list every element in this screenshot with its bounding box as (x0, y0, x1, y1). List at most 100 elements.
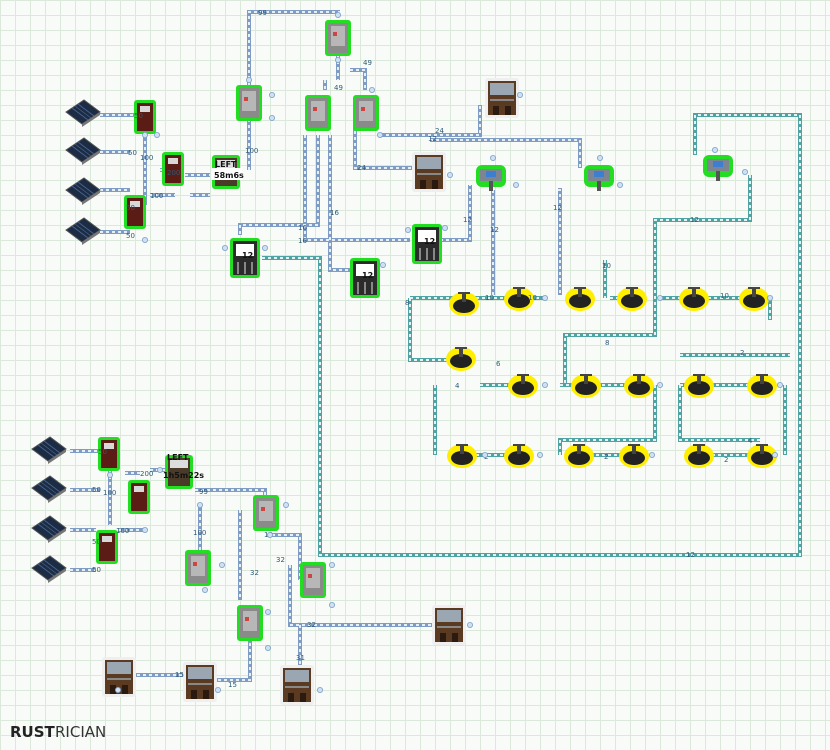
port-dot[interactable] (466, 622, 474, 628)
port-dot[interactable] (316, 687, 324, 693)
port-dot[interactable] (153, 131, 161, 139)
battery-icon[interactable] (96, 530, 118, 564)
sprinkler-icon[interactable] (445, 346, 477, 372)
port-dot[interactable] (266, 532, 274, 538)
sprinkler-icon[interactable] (563, 443, 595, 469)
electrical-branch-icon[interactable] (253, 495, 279, 531)
sprinkler-icon[interactable] (683, 443, 715, 469)
port-dot[interactable] (777, 381, 783, 389)
port-dot[interactable] (542, 294, 548, 302)
port-dot[interactable] (328, 562, 336, 568)
wire-label: 12 (690, 216, 699, 224)
port-dot[interactable] (597, 154, 603, 162)
electrical-branch-icon[interactable] (353, 95, 379, 131)
port-dot[interactable] (513, 181, 519, 189)
sprinkler-icon[interactable] (678, 286, 710, 312)
port-dot[interactable] (156, 466, 164, 474)
sprinkler-icon[interactable] (738, 286, 770, 312)
port-dot[interactable] (368, 87, 376, 93)
port-dot[interactable] (328, 602, 336, 608)
fluid-switch-icon[interactable] (703, 155, 733, 181)
water-container-icon[interactable] (484, 77, 520, 119)
port-dot[interactable] (489, 154, 497, 162)
water-container-icon[interactable] (411, 151, 447, 193)
port-dot[interactable] (517, 92, 523, 98)
wire-label: 2 (740, 349, 744, 357)
solar-panel-icon[interactable] (31, 555, 67, 584)
port-dot[interactable] (141, 236, 149, 244)
electrical-branch-icon[interactable] (185, 550, 211, 586)
port-dot[interactable] (141, 527, 149, 533)
electrical-branch-icon[interactable] (300, 562, 326, 598)
port-dot[interactable] (221, 244, 229, 252)
solar-panel-icon[interactable] (31, 515, 67, 544)
port-dot[interactable] (379, 261, 387, 269)
solar-panel-icon[interactable] (65, 137, 101, 166)
port-dot[interactable] (649, 451, 655, 459)
port-dot[interactable] (441, 224, 449, 232)
timer-readout-bg (212, 168, 242, 180)
water-container-icon[interactable] (182, 661, 218, 703)
port-dot[interactable] (542, 381, 548, 389)
port-dot[interactable] (537, 451, 543, 459)
port-dot[interactable] (141, 131, 149, 139)
port-dot[interactable] (264, 609, 272, 615)
wire-label: 24 (435, 127, 444, 135)
port-dot[interactable] (282, 501, 290, 509)
solar-panel-icon[interactable] (31, 436, 67, 465)
fluid-switch-icon[interactable] (584, 165, 614, 191)
sprinkler-icon[interactable] (683, 373, 715, 399)
port-dot[interactable] (264, 645, 272, 651)
port-dot[interactable] (245, 77, 253, 83)
electrical-branch-icon[interactable] (236, 85, 262, 121)
port-dot[interactable] (404, 226, 412, 234)
port-dot[interactable] (107, 471, 113, 479)
port-dot[interactable] (657, 294, 663, 302)
wire-label: 100 (103, 489, 116, 497)
sprinkler-icon[interactable] (503, 443, 535, 469)
port-dot[interactable] (657, 381, 663, 389)
large-battery-icon[interactable] (128, 480, 150, 514)
wire-label: 49 (334, 84, 343, 92)
electrical-branch-icon[interactable] (237, 605, 263, 641)
port-dot[interactable] (261, 244, 269, 252)
upper-labels: LEFT 58m6s 200 12 12 12 99 100 100 100 5… (126, 9, 753, 559)
sprinkler-icon[interactable] (446, 443, 478, 469)
solar-panel-icon[interactable] (31, 475, 67, 504)
port-dot[interactable] (772, 451, 778, 459)
solar-panel-icon[interactable] (65, 99, 101, 128)
port-dot[interactable] (376, 131, 384, 139)
sprinkler-icon[interactable] (564, 286, 596, 312)
port-dot[interactable] (617, 181, 623, 189)
port-dot[interactable] (201, 587, 209, 593)
port-dot[interactable] (446, 171, 454, 179)
port-dot[interactable] (196, 501, 204, 509)
sprinkler-icon[interactable] (618, 443, 650, 469)
electrical-branch-icon[interactable] (305, 95, 331, 131)
solar-panel-icon[interactable] (65, 177, 101, 206)
sprinkler-icon[interactable] (616, 286, 648, 312)
sprinkler-icon[interactable] (570, 373, 602, 399)
port-dot[interactable] (218, 562, 226, 568)
port-dot[interactable] (481, 451, 489, 459)
water-container-icon[interactable] (431, 604, 467, 646)
sprinkler-icon[interactable] (746, 373, 778, 399)
sprinkler-icon[interactable] (623, 373, 655, 399)
electrical-branch-icon[interactable] (325, 20, 351, 56)
port-dot[interactable] (268, 92, 276, 98)
sprinkler-icon[interactable] (507, 373, 539, 399)
fluid-switch-icon[interactable] (476, 165, 506, 191)
port-dot[interactable] (767, 294, 773, 302)
water-container-icon[interactable] (279, 664, 315, 706)
sprinkler-icon[interactable] (448, 291, 480, 317)
port-dot[interactable] (115, 687, 121, 693)
port-dot[interactable] (712, 146, 718, 154)
port-dot[interactable] (268, 115, 276, 121)
battery-icon[interactable] (124, 195, 146, 229)
port-dot[interactable] (742, 168, 748, 176)
port-dot[interactable] (214, 687, 222, 693)
port-dot[interactable] (334, 11, 342, 19)
solar-panel-icon[interactable] (65, 217, 101, 246)
port-dot[interactable] (334, 57, 342, 63)
